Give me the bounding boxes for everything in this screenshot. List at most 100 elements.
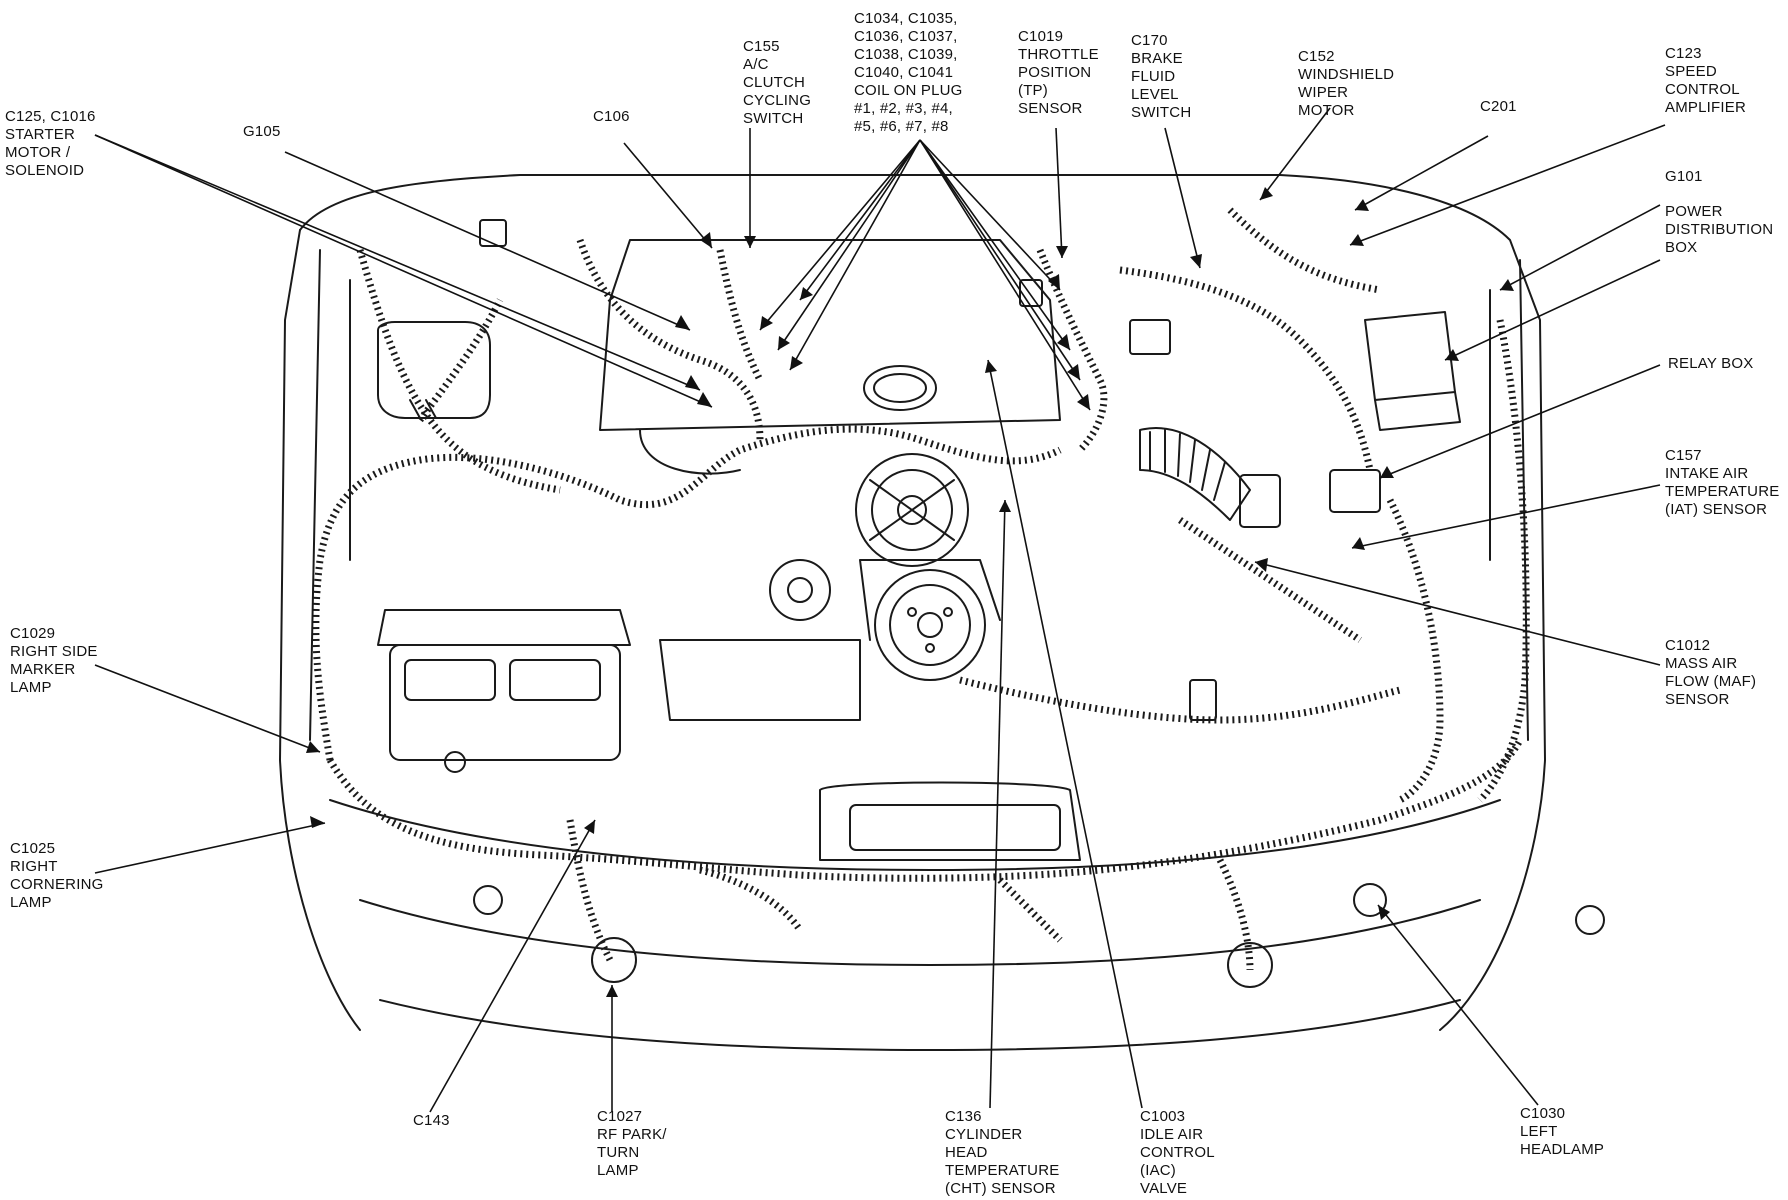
label-line: (IAC) (1140, 1162, 1176, 1179)
label-line: C157 (1665, 447, 1702, 464)
leader-lines (94, 107, 1666, 1113)
label-line: C1038, C1039, (854, 46, 958, 63)
label-line: RELAY BOX (1668, 355, 1754, 372)
label-line: C1025 (10, 840, 56, 857)
label-line: MOTOR (1298, 102, 1355, 119)
label-line: #1, #2, #3, #4, (854, 100, 953, 117)
label-line: C1019 (1018, 28, 1064, 45)
label-coil-on-plug-connectors: C1034, C1035, C1036, C1037, C1038, C1039… (854, 10, 963, 136)
label-line: SWITCH (743, 110, 804, 127)
label-c152-windshield-wiper-motor: C152 WINDSHIELD WIPER MOTOR (1298, 48, 1394, 120)
intake-manifold (599, 239, 1061, 475)
label-line: C1030 (1520, 1105, 1566, 1122)
label-line: SOLENOID (5, 162, 85, 179)
label-line: VALVE (1140, 1180, 1188, 1197)
label-line: A/C (743, 56, 769, 73)
label-line: #5, #6, #7, #8 (854, 118, 949, 135)
label-line: C1012 (1665, 637, 1711, 654)
label-line: C152 (1298, 48, 1335, 65)
label-c1029-right-side-marker-lamp: C1029 RIGHT SIDE MARKER LAMP (10, 625, 98, 697)
water-pump-pulley (769, 559, 831, 621)
power-distribution-box (1364, 311, 1461, 431)
label-line: DISTRIBUTION (1665, 221, 1774, 238)
label-line: SENSOR (1665, 691, 1730, 708)
label-line: C125, C1016 (5, 108, 96, 125)
label-c123-speed-control-amplifier: C123 SPEED CONTROL AMPLIFIER (1665, 45, 1746, 117)
label-line: RF PARK/ (597, 1126, 667, 1143)
label-line: C1036, C1037, (854, 28, 958, 45)
label-line: MASS AIR (1665, 655, 1738, 672)
label-line: G101 (1665, 168, 1703, 185)
label-c143: C143 (413, 1112, 450, 1130)
label-line: C1040, C1041 (854, 64, 954, 81)
label-line: C1034, C1035, (854, 10, 958, 27)
label-line: SWITCH (1131, 104, 1192, 121)
alternator (855, 453, 969, 567)
label-line: IDLE AIR (1140, 1126, 1204, 1143)
label-line: CONTROL (1140, 1144, 1215, 1161)
label-c1003-iac-valve: C1003 IDLE AIR CONTROL (IAC) VALVE (1140, 1108, 1215, 1198)
label-line: C155 (743, 38, 780, 55)
label-c106: C106 (593, 108, 630, 126)
label-line: FLUID (1131, 68, 1176, 85)
label-line: C1027 (597, 1108, 643, 1125)
connectors (473, 219, 1605, 988)
label-line: RIGHT SIDE (10, 643, 98, 660)
label-line: LEFT (1520, 1123, 1558, 1140)
label-c201: C201 (1480, 98, 1517, 116)
label-line: C123 (1665, 45, 1702, 62)
label-line: C143 (413, 1112, 450, 1129)
label-c1030-left-headlamp: C1030 LEFT HEADLAMP (1520, 1105, 1604, 1159)
label-line: FLOW (MAF) (1665, 673, 1757, 690)
label-line: LAMP (597, 1162, 639, 1179)
label-line: AMPLIFIER (1665, 99, 1746, 116)
label-c1027-rf-park-turn-lamp: C1027 RF PARK/ TURN LAMP (597, 1108, 667, 1180)
label-line: COIL ON PLUG (854, 82, 963, 99)
vehicle-body-outline (279, 174, 1546, 1051)
label-line: LAMP (10, 679, 52, 696)
label-line: C1003 (1140, 1108, 1186, 1125)
label-c125-starter-motor: C125, C1016 STARTER MOTOR / SOLENOID (5, 108, 96, 180)
label-c1025-right-cornering-lamp: C1025 RIGHT CORNERING LAMP (10, 840, 103, 912)
label-c155-ac-clutch-cycling-switch: C155 A/C CLUTCH CYCLING SWITCH (743, 38, 811, 128)
air-intake-duct (1139, 427, 1381, 528)
label-line: (TP) (1018, 82, 1048, 99)
label-line: C170 (1131, 32, 1168, 49)
label-line: CYLINDER (945, 1126, 1023, 1143)
label-line: MOTOR / (5, 144, 71, 161)
label-g105: G105 (243, 123, 281, 141)
label-line: POWER (1665, 203, 1723, 220)
label-line: RIGHT (10, 858, 58, 875)
label-line: THROTTLE (1018, 46, 1099, 63)
arrow-heads (306, 187, 1514, 997)
label-line: BOX (1665, 239, 1698, 256)
label-line: TURN (597, 1144, 640, 1161)
label-line: HEADLAMP (1520, 1141, 1605, 1158)
label-line: (IAT) SENSOR (1665, 501, 1768, 518)
label-line: BRAKE (1131, 50, 1183, 67)
label-line: C201 (1480, 98, 1517, 115)
label-line: HEAD (945, 1144, 988, 1161)
label-line: CORNERING (10, 876, 104, 893)
label-power-distribution-box: POWER DISTRIBUTION BOX (1665, 203, 1773, 257)
label-line: SENSOR (1018, 100, 1083, 117)
label-relay-box: RELAY BOX (1668, 355, 1753, 373)
label-line: WINDSHIELD (1298, 66, 1395, 83)
label-line: MARKER (10, 661, 76, 678)
label-line: C106 (593, 108, 630, 125)
label-line: TEMPERATURE (1665, 483, 1780, 500)
label-line: (CHT) SENSOR (945, 1180, 1056, 1197)
label-c136-cht-sensor: C136 CYLINDER HEAD TEMPERATURE (CHT) SEN… (945, 1108, 1059, 1198)
label-line: LAMP (10, 894, 52, 911)
label-g101: G101 (1665, 168, 1703, 186)
label-line: C1029 (10, 625, 56, 642)
label-line: CLUTCH (743, 74, 806, 91)
label-line: STARTER (5, 126, 76, 143)
label-line: C136 (945, 1108, 982, 1125)
label-line: CYCLING (743, 92, 812, 109)
coolant-reservoir (377, 321, 491, 419)
wiring-harness (312, 207, 1530, 971)
label-line: WIPER (1298, 84, 1349, 101)
